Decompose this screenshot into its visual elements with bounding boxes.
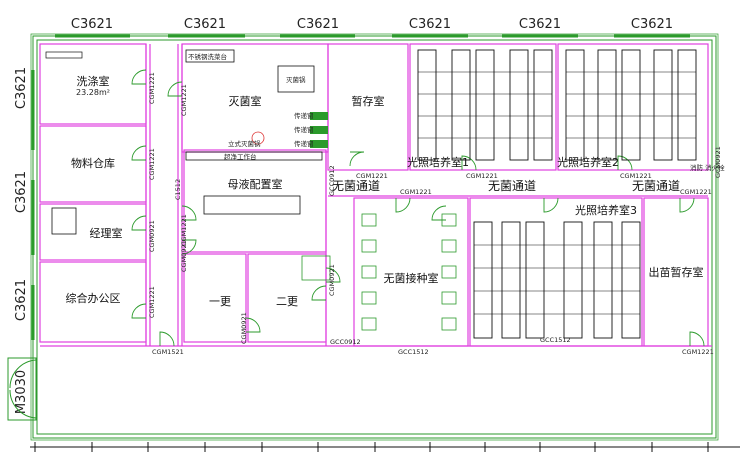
door-code-18: CGM1221 (682, 348, 714, 356)
door-code-11: GCC0912 (330, 338, 361, 346)
door-code-14: CGM1221 (466, 172, 498, 180)
window-code-top-5: C3621 (519, 17, 561, 32)
room-solution: 母液配置室 (228, 177, 283, 191)
transfer-windows: 传递窗 传递窗 传递窗 (294, 111, 328, 148)
transfer-window-label-1: 传递窗 (294, 111, 314, 120)
door-code-16: CGM1221 (400, 188, 432, 196)
corridor-label-a: 无菌通道 (332, 179, 380, 193)
room-washing: 洗涤室 (77, 74, 110, 88)
label-autoclave: 立式灭菌锅 (228, 139, 261, 148)
shelf-crossbars (418, 71, 696, 315)
door-code-m3030: M3030 (14, 370, 29, 414)
room-light-2: 光照培养室2 (557, 155, 619, 169)
window-code-top-2: C3621 (184, 17, 226, 32)
door-code-21: GCC1512 (540, 336, 571, 344)
room-sterilize: 灭菌室 (229, 94, 262, 108)
room-office: 综合办公区 (66, 291, 121, 305)
bottom-axis (30, 442, 740, 452)
door-code-13: CGM1221 (356, 172, 388, 180)
label-sink: 不锈钢洗菜台 (188, 52, 227, 61)
door-code-7: CGM0921 (180, 240, 188, 272)
light-room-2-shelves (565, 49, 697, 161)
transfer-window-label-3: 传递窗 (294, 139, 314, 148)
interior-walls (39, 43, 712, 347)
door-swings (131, 69, 705, 347)
door-code-8: CGM0921 (240, 312, 248, 344)
main-entrance (7, 357, 37, 421)
label-note-right: 消防 消火栓 (690, 163, 725, 172)
window-code-top-4: C3621 (409, 17, 451, 32)
window-code-top-1: C3621 (71, 17, 113, 32)
door-code-19: CGM0921 (328, 264, 336, 296)
door-code-5: CGM1221 (148, 286, 156, 318)
corridor-label-b: 无菌通道 (488, 179, 536, 193)
door-code-6: CGM1221 (180, 214, 188, 246)
door-code-17: CGM1221 (680, 188, 712, 196)
door-code-3: CGM1221 (180, 84, 188, 116)
sink-icon (45, 51, 83, 59)
door-code-20: C1512 (174, 179, 182, 200)
light-room-3-shelves (473, 221, 641, 339)
door-code-2: CGM1221 (148, 148, 156, 180)
room-change-2: 二更 (276, 295, 298, 308)
room-material: 物料仓库 (71, 156, 115, 170)
window-code-left-1: C3621 (14, 67, 29, 109)
label-sterilizer: 灭菌锅 (286, 75, 306, 84)
label-bench: 超净工作台 (224, 152, 257, 161)
window-code-top-6: C3621 (631, 17, 673, 32)
room-temp-storage: 暂存室 (352, 94, 385, 108)
door-code-10: GCC0912 (328, 165, 336, 196)
transfer-window-label-2: 传递窗 (294, 125, 314, 134)
inoculation-benches (361, 213, 457, 331)
room-light-1: 光照培养室1 (407, 155, 469, 169)
equipment (51, 49, 331, 281)
door-code-4: CGM0921 (148, 220, 156, 252)
door-code-22: GCM0921 (714, 146, 722, 178)
window-code-left-3: C3621 (14, 279, 29, 321)
door-code-9: CGM1521 (152, 348, 184, 356)
light-room-1-shelves (417, 49, 553, 161)
room-washing-area: 23.28m² (76, 88, 110, 97)
room-manager: 经理室 (90, 226, 123, 240)
door-code-1: CGM1221 (148, 72, 156, 104)
door-code-15: CGM1221 (620, 172, 652, 180)
room-seedling-storage: 出苗暂存室 (649, 265, 704, 279)
door-code-12: GCC1512 (398, 348, 429, 356)
room-light-3: 光照培养室3 (575, 203, 637, 217)
corridor-label-c: 无菌通道 (632, 179, 680, 193)
window-code-top-3: C3621 (297, 17, 339, 32)
window-code-left-2: C3621 (14, 171, 29, 213)
room-inoculation: 无菌接种室 (384, 271, 439, 285)
room-change-1: 一更 (209, 295, 231, 308)
